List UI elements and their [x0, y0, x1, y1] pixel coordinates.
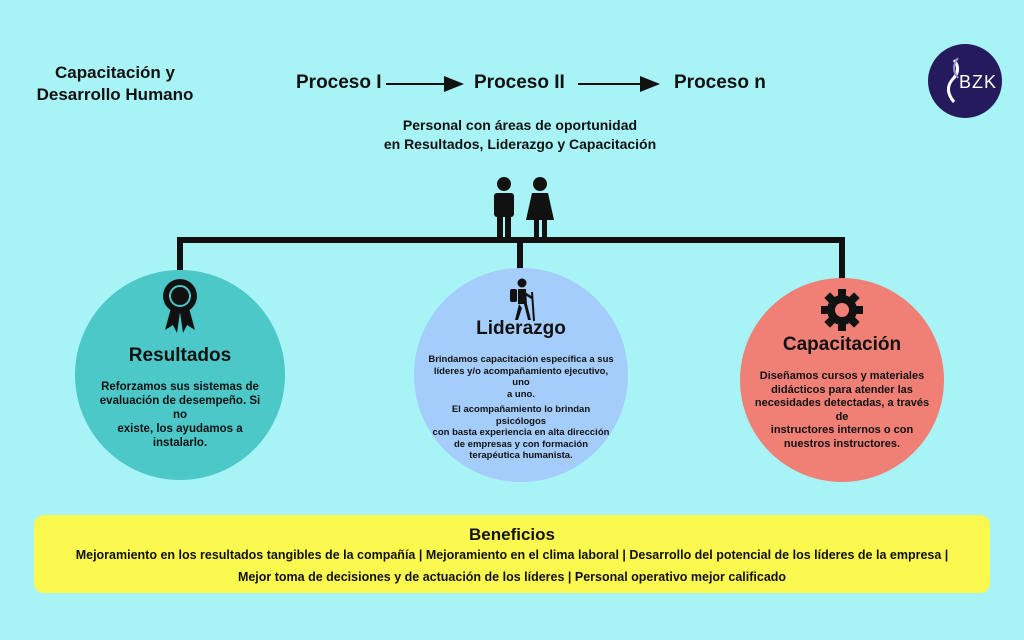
- logo-swirl-icon: [947, 57, 959, 103]
- liderazgo-line: Brindamos capacitación específica a sus: [428, 354, 614, 365]
- resultados-line: evaluación de desempeño. Si no: [99, 395, 261, 421]
- people-icon: [494, 177, 554, 240]
- capacitacion-line: nuestros instructores.: [783, 437, 901, 450]
- node-capacitacion-text: Diseñamos cursos y materiales didácticos…: [750, 370, 934, 451]
- benefits-title: Beneficios: [469, 525, 555, 544]
- bzk-logo: BZK: [928, 44, 1002, 118]
- logo-text: BZK: [959, 72, 998, 92]
- benefits-line-2: Mejor toma de decisiones y de actuación …: [237, 570, 787, 584]
- resultados-line: existe, los ayudamos a instalarlo.: [117, 423, 243, 449]
- process-n-label: Proceso n: [674, 72, 766, 93]
- liderazgo-line: con basta experiencia en alta dirección: [432, 427, 610, 438]
- node-resultados-title: Resultados: [128, 345, 232, 366]
- capacitacion-line: didácticos para atender las: [771, 383, 913, 396]
- title-line-1: Capacitación y: [55, 63, 175, 82]
- liderazgo-line: de empresas y con formación: [453, 438, 589, 450]
- process-2-label: Proceso II: [474, 72, 565, 93]
- node-capacitacion-title: Capacitación: [782, 334, 902, 355]
- gear-icon: [821, 289, 863, 331]
- node-liderazgo: Liderazgo Brindamos capacitación específ…: [414, 268, 628, 482]
- node-liderazgo-text-2: El acompañamiento lo brindan psicólogos …: [426, 404, 616, 462]
- capacitacion-line: necesidades detectadas, a través de: [754, 397, 930, 423]
- node-liderazgo-text: Brindamos capacitación específica a sus …: [426, 354, 616, 400]
- subtitle-line-2: en Resultados, Liderazgo y Capacitación: [383, 136, 657, 152]
- node-capacitacion: Capacitación Diseñamos cursos y material…: [740, 278, 944, 482]
- title-line-2: Desarrollo Humano: [36, 85, 194, 104]
- liderazgo-line: líderes y/o acompañamiento ejecutivo, un…: [433, 365, 609, 389]
- node-resultados-text: Reforzamos sus sistemas de evaluación de…: [95, 380, 265, 450]
- benefits-line-1: Mejoramiento en los resultados tangibles…: [75, 548, 949, 562]
- resultados-line: Reforzamos sus sistemas de: [101, 381, 259, 393]
- liderazgo-line: El acompañamiento lo brindan psicólogos: [451, 404, 591, 427]
- node-resultados: Resultados Reforzamos sus sistemas de ev…: [75, 270, 285, 480]
- page-title: Capacitación y Desarrollo Humano: [20, 62, 210, 106]
- process-1-label: Proceso I: [296, 72, 382, 93]
- subtitle-line-1: Personal con áreas de oportunidad: [402, 117, 638, 133]
- subtitle: Personal con áreas de oportunidad en Res…: [340, 116, 700, 154]
- benefits-box: Beneficios Mejoramiento en los resultado…: [34, 515, 990, 593]
- award-ribbon-icon: [163, 279, 197, 333]
- liderazgo-line: a uno.: [507, 388, 535, 400]
- liderazgo-line: terapéutica humanista.: [469, 450, 573, 461]
- capacitacion-line: instructores internos o con: [770, 424, 914, 436]
- capacitacion-line: Diseñamos cursos y materiales: [759, 370, 925, 382]
- node-liderazgo-title: Liderazgo: [476, 318, 566, 339]
- hiker-icon: [510, 278, 535, 322]
